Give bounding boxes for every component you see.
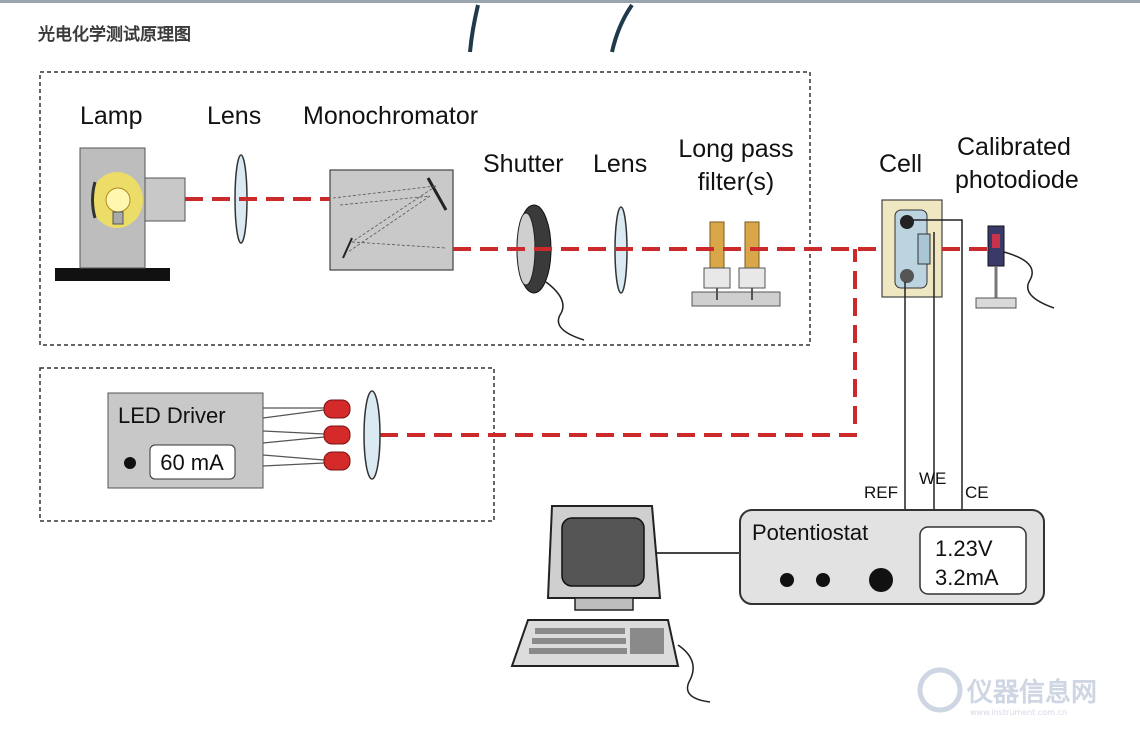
led-current-value: 60 mA bbox=[160, 450, 224, 475]
decorative-stroke-1 bbox=[468, 4, 480, 53]
cell-label: Cell bbox=[879, 150, 922, 178]
long-pass-label-1: Long pass bbox=[678, 135, 793, 163]
long-pass-label-2: filter(s) bbox=[698, 168, 774, 196]
long-pass-filters-icon bbox=[691, 221, 781, 307]
potentiostat-panel bbox=[739, 509, 1045, 605]
led-driver-title: LED Driver bbox=[118, 403, 226, 428]
ce-electrode-label: CE bbox=[965, 483, 989, 502]
led-lens-icon bbox=[363, 390, 381, 480]
potentiostat-voltage: 1.23V bbox=[935, 536, 993, 561]
computer-icon bbox=[510, 505, 711, 703]
watermark-sub: www.instrument.com.cn bbox=[970, 708, 1067, 717]
lamp-label: Lamp bbox=[80, 102, 143, 130]
monochromator-icon bbox=[329, 169, 454, 271]
header-title: 光电化学测试原理图 bbox=[37, 24, 191, 45]
potentiostat-current: 3.2mA bbox=[935, 565, 999, 590]
led-driver-panel bbox=[107, 392, 264, 489]
decorative-stroke-2 bbox=[610, 3, 634, 53]
photodiode-label-1: Calibrated bbox=[957, 133, 1071, 161]
potentiostat-title: Potentiostat bbox=[752, 520, 868, 545]
shutter-icon bbox=[516, 204, 585, 341]
ref-electrode-label: REF bbox=[864, 483, 898, 502]
electrode-wires bbox=[904, 219, 963, 510]
we-electrode-label: WE bbox=[919, 469, 946, 488]
photodiode-label-2: photodiode bbox=[955, 166, 1079, 194]
led-array-icon bbox=[262, 399, 351, 471]
top-border bbox=[0, 0, 1140, 3]
lens-label-2: Lens bbox=[593, 150, 647, 178]
monochromator-label: Monochromator bbox=[303, 102, 478, 130]
cell-icon bbox=[881, 199, 943, 298]
lamp-icon bbox=[55, 147, 186, 281]
photodiode-icon bbox=[975, 225, 1055, 309]
lens-label-1: Lens bbox=[207, 102, 261, 130]
watermark: 仪器信息网 www.instrument.com.cn bbox=[917, 667, 1097, 717]
watermark-text: 仪器信息网 bbox=[966, 677, 1097, 708]
lamp-path-box bbox=[39, 71, 811, 346]
light-beam-path bbox=[185, 197, 988, 437]
led-path-box bbox=[39, 367, 495, 522]
shutter-label: Shutter bbox=[483, 150, 564, 178]
